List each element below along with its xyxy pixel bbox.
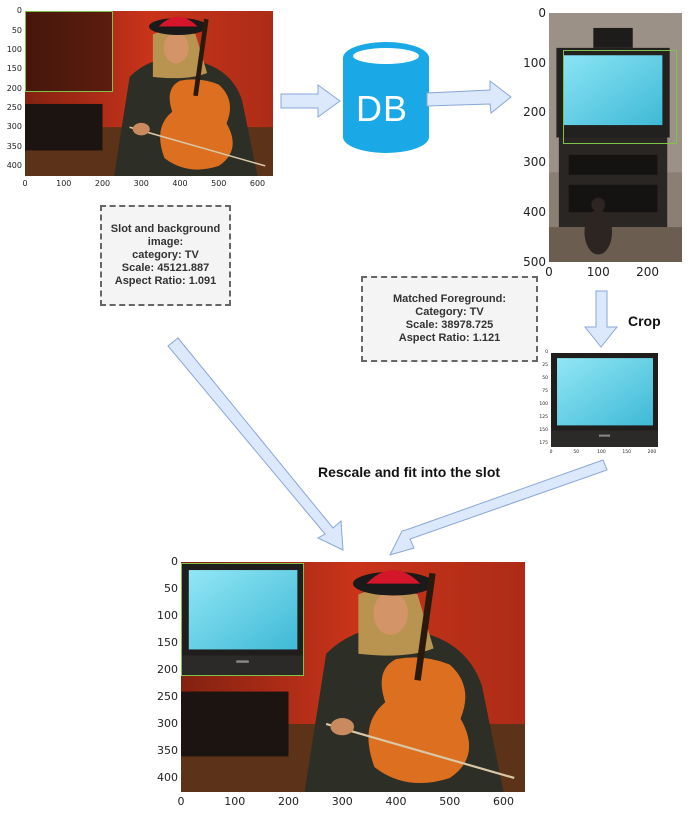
x-tick-label: 300 bbox=[133, 179, 149, 188]
y-tick-label: 150 bbox=[157, 636, 178, 650]
crop-label: Crop bbox=[628, 313, 661, 329]
x-tick-label: 400 bbox=[385, 795, 407, 808]
match-info-category: Category: TV bbox=[415, 306, 484, 318]
pasted-tv bbox=[181, 563, 304, 676]
slot-info-box: Slot and background image: category: TV … bbox=[100, 205, 231, 306]
y-tick-label: 25 bbox=[542, 363, 548, 369]
cropped-foreground-plot: 0 25 50 75 100 125 150 175 0 50 100 150 200 bbox=[530, 348, 660, 463]
x-tick-label: 0 bbox=[177, 795, 185, 808]
x-tick-label: 150 bbox=[622, 450, 631, 455]
y-tick-label: 50 bbox=[164, 582, 178, 596]
y-tick-label: 100 bbox=[539, 401, 548, 407]
slot-info-line: Slot and background bbox=[110, 223, 221, 235]
matched-bbox bbox=[563, 50, 677, 144]
y-tick-label: 50 bbox=[542, 376, 548, 382]
arrow-to-db-icon bbox=[280, 84, 341, 118]
y-tick-label: 200 bbox=[6, 83, 22, 93]
x-tick-label: 600 bbox=[249, 179, 266, 188]
x-tick-label: 50 bbox=[573, 450, 580, 455]
db-label: DB bbox=[356, 88, 409, 129]
x-tick-label: 100 bbox=[597, 450, 606, 455]
slot-info-category: category: TV bbox=[132, 249, 199, 261]
y-tick-label: 125 bbox=[539, 414, 548, 420]
composite-photo bbox=[181, 562, 525, 792]
y-tick-label: 100 bbox=[6, 44, 22, 54]
crop-to-result-arrow-icon bbox=[389, 459, 608, 556]
x-tick-label: 0 bbox=[545, 265, 553, 279]
y-tick-label: 350 bbox=[157, 744, 178, 758]
x-tick-label: 500 bbox=[211, 179, 227, 188]
slot-info-aspect: Aspect Ratio: 1.091 bbox=[114, 275, 217, 287]
x-tick-label: 400 bbox=[172, 179, 188, 188]
x-tick-label: 0 bbox=[22, 179, 28, 188]
foreground-photo bbox=[549, 13, 682, 262]
y-tick-label: 200 bbox=[157, 663, 178, 677]
x-tick-label: 200 bbox=[278, 795, 299, 808]
background-image-plot: 0 50 100 150 200 250 300 350 400 0 100 200 300 400 50… bbox=[0, 0, 280, 195]
slot-info-scale: Scale: 45121.887 bbox=[121, 262, 210, 274]
x-tick-label: 0 bbox=[549, 450, 553, 455]
y-tick-label: 0 bbox=[545, 350, 548, 356]
background-photo bbox=[25, 11, 273, 176]
y-tick-label: 200 bbox=[523, 105, 546, 120]
slot-info-line: image: bbox=[147, 236, 184, 248]
y-tick-label: 0 bbox=[16, 6, 22, 16]
y-tick-label: 400 bbox=[157, 771, 178, 785]
slot-rectangle bbox=[25, 11, 113, 92]
y-tick-label: 300 bbox=[6, 122, 22, 132]
match-info-title: Matched Foreground: bbox=[392, 293, 507, 305]
y-tick-label: 75 bbox=[542, 389, 548, 395]
x-tick-label: 100 bbox=[224, 795, 246, 808]
match-info-box: Matched Foreground: Category: TV Scale: … bbox=[361, 276, 538, 362]
y-tick-label: 175 bbox=[539, 440, 548, 446]
y-tick-label: 350 bbox=[6, 141, 22, 151]
y-tick-label: 150 bbox=[6, 64, 22, 74]
y-tick-label: 0 bbox=[171, 555, 178, 569]
y-tick-label: 500 bbox=[523, 254, 546, 269]
y-tick-label: 50 bbox=[11, 25, 22, 35]
y-tick-label: 400 bbox=[6, 161, 22, 171]
x-tick-label: 100 bbox=[586, 265, 610, 279]
x-tick-label: 200 bbox=[636, 265, 659, 279]
y-tick-label: 100 bbox=[523, 55, 546, 70]
database-icon bbox=[343, 42, 429, 153]
rescale-label: Rescale and fit into the slot bbox=[318, 464, 501, 480]
y-tick-label: 150 bbox=[539, 427, 548, 433]
y-tick-label: 0 bbox=[538, 5, 546, 20]
match-info-aspect: Aspect Ratio: 1.121 bbox=[398, 332, 501, 344]
x-tick-label: 600 bbox=[493, 795, 514, 808]
y-tick-label: 300 bbox=[523, 155, 546, 170]
slot-to-result-arrow-icon bbox=[167, 337, 344, 551]
x-tick-label: 100 bbox=[56, 179, 72, 188]
arrow-from-db-icon bbox=[426, 79, 512, 114]
y-tick-label: 250 bbox=[6, 103, 22, 113]
y-tick-label: 300 bbox=[157, 717, 178, 731]
match-info-scale: Scale: 38978.725 bbox=[405, 319, 494, 331]
x-tick-label: 500 bbox=[439, 795, 461, 808]
x-tick-label: 300 bbox=[331, 795, 353, 808]
y-tick-label: 250 bbox=[157, 690, 178, 704]
foreground-source-plot: 0 100 200 300 400 500 0 100 200 bbox=[510, 0, 690, 285]
result-composite-plot: 0 50 100 150 200 250 300 350 400 0 100 200 300 400 50… bbox=[140, 552, 540, 818]
x-tick-label: 200 bbox=[647, 450, 657, 455]
x-tick-label: 200 bbox=[94, 179, 111, 188]
crop-arrow-icon bbox=[583, 290, 619, 348]
y-tick-label: 400 bbox=[523, 205, 546, 219]
y-tick-label: 100 bbox=[157, 609, 178, 623]
